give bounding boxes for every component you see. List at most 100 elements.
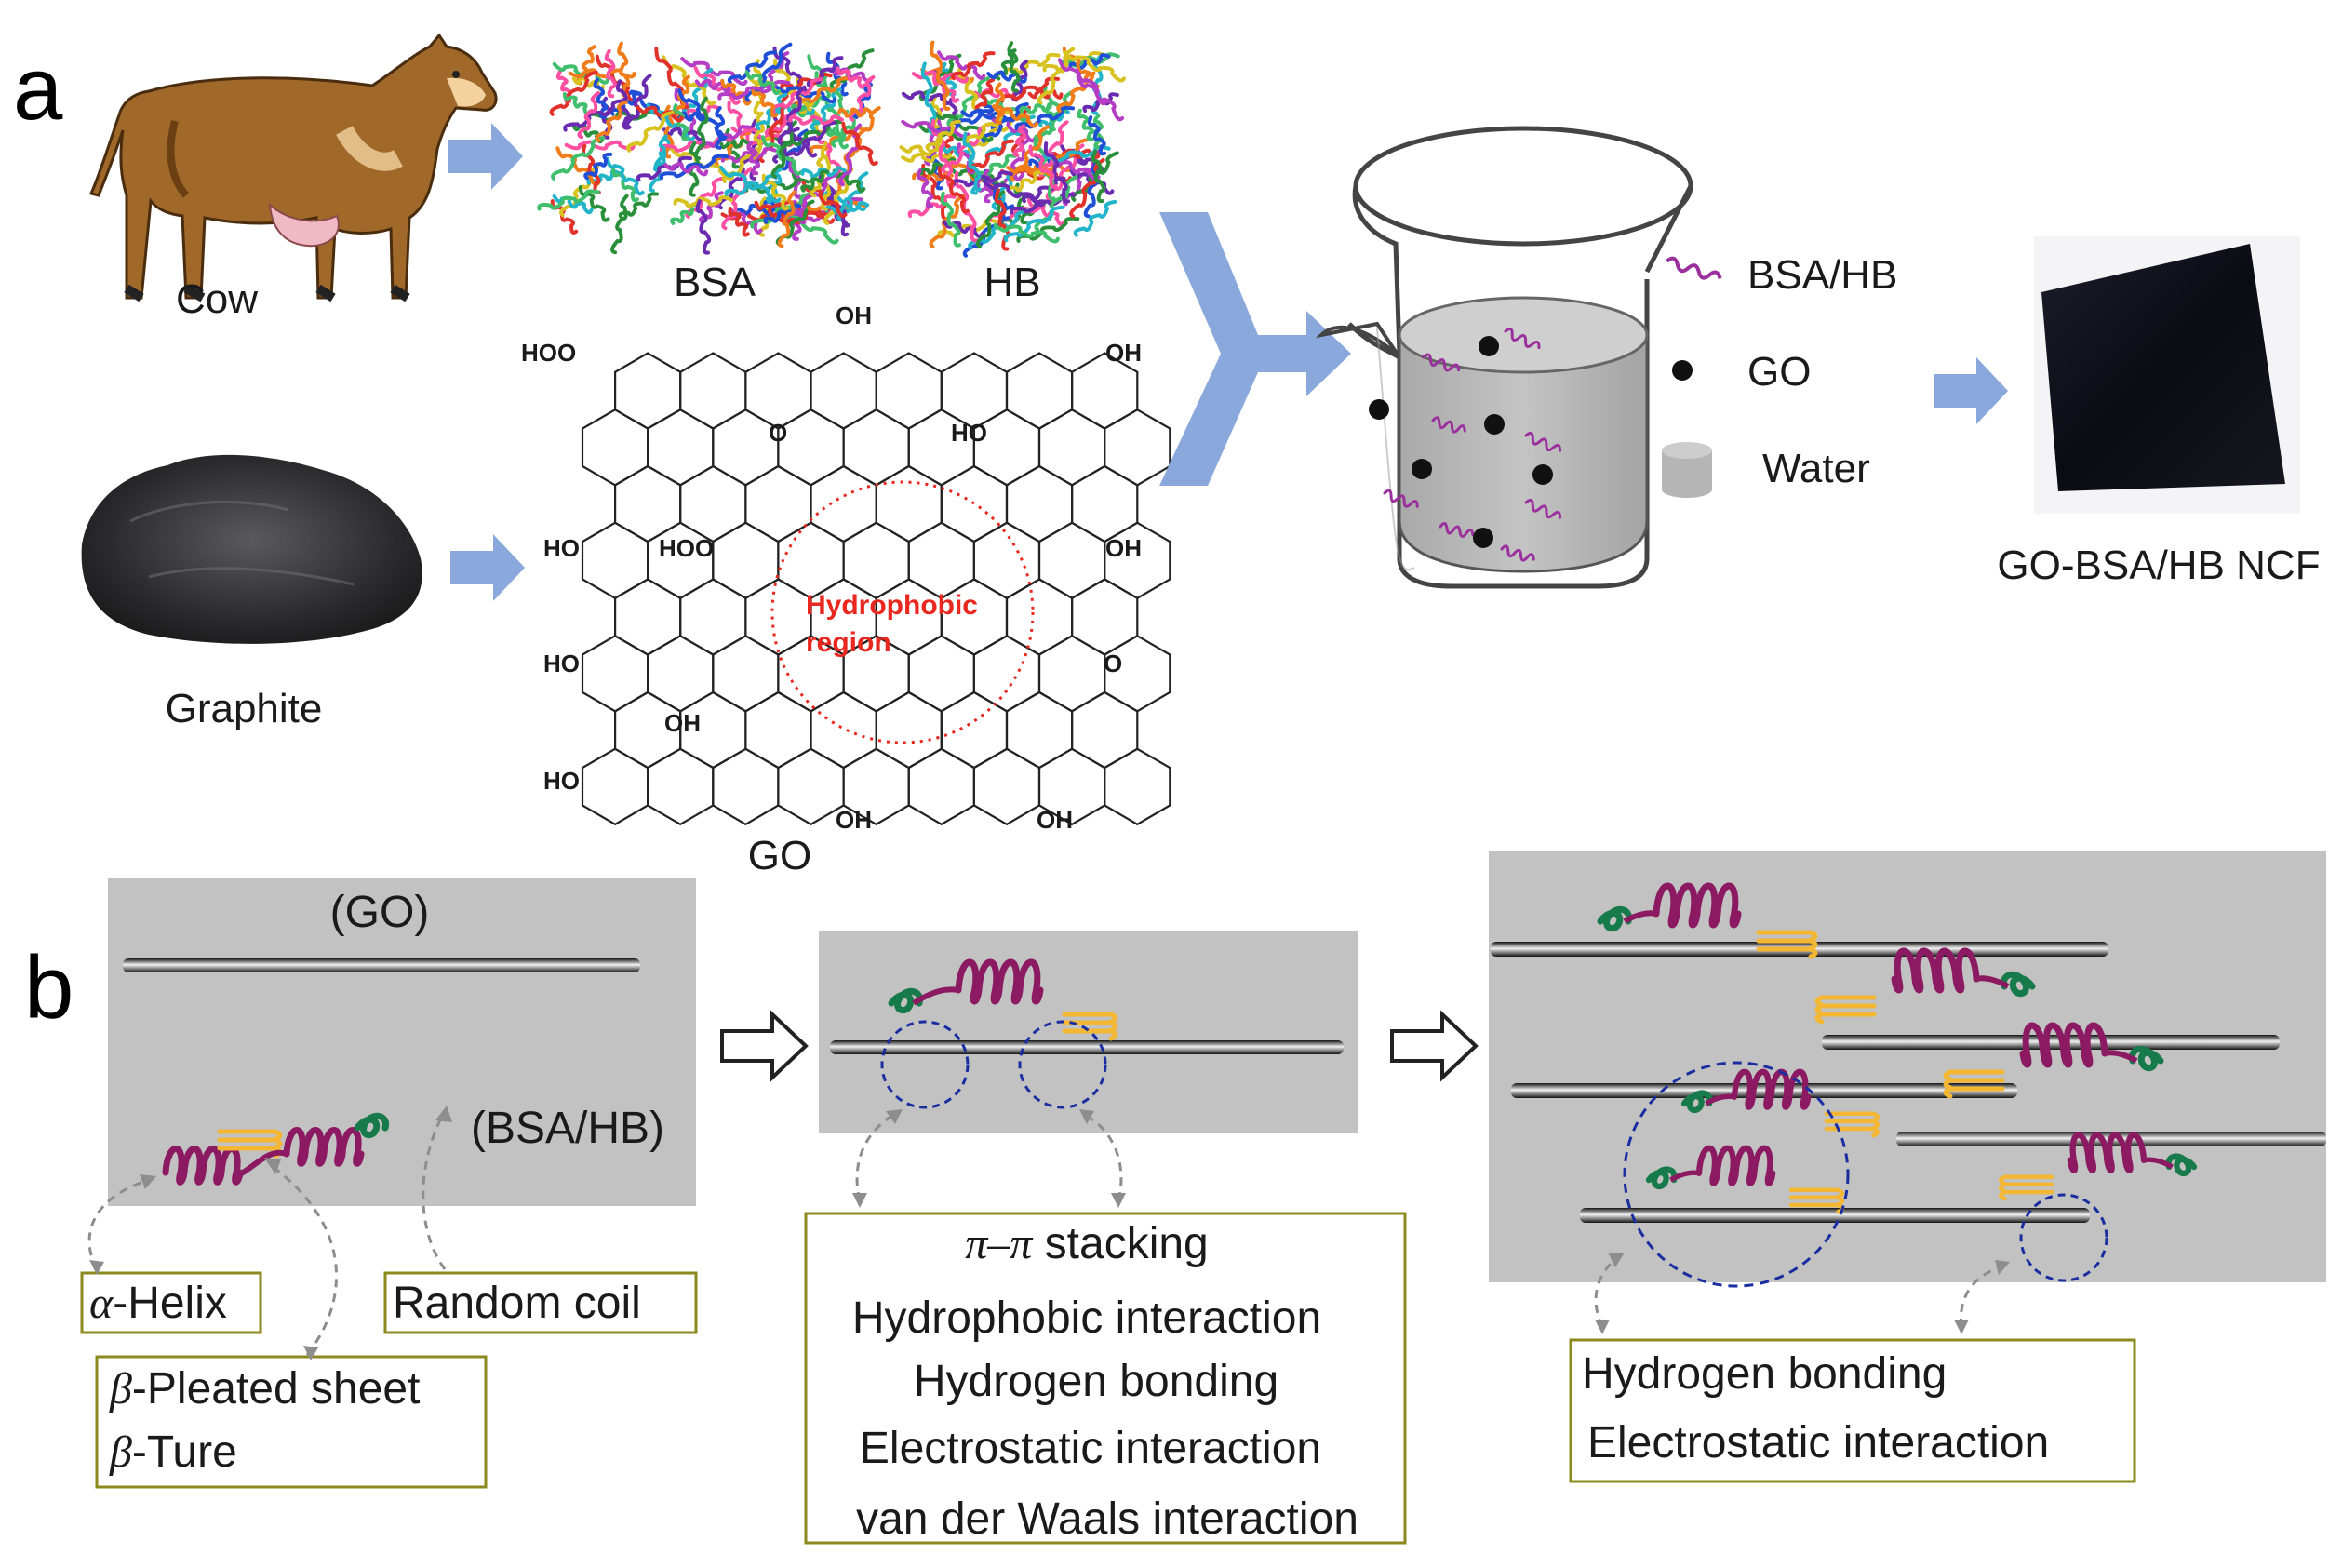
random-coil — [2165, 1153, 2198, 1177]
go-hexagon — [613, 352, 682, 430]
go-group-oh-bottom-2: OH — [1037, 806, 1073, 834]
stage2-interaction-3: Electrostatic interaction — [860, 1424, 1321, 1473]
protein-ribbon-segment — [662, 55, 716, 106]
protein-ribbon-segment — [719, 166, 782, 204]
protein-chain — [1814, 947, 2036, 1025]
protein-ribbon-segment — [925, 119, 961, 152]
protein-ribbon-segment — [1073, 199, 1117, 237]
protein-ribbon-segment — [694, 96, 709, 161]
alpha-helix — [162, 1146, 244, 1186]
bsa-label: BSA — [674, 260, 756, 305]
graphite-powder — [81, 454, 422, 644]
protein-chain-in-water — [1383, 489, 1419, 508]
stage3-interactions-box — [1569, 1338, 2136, 1483]
protein-ribbon-segment — [610, 194, 629, 255]
protein-ribbon-segment — [951, 51, 996, 81]
beaker — [1315, 126, 1693, 589]
go-hexagon — [712, 521, 780, 600]
turn-box-text: β-Ture — [109, 1427, 237, 1477]
beaker-contents — [1369, 328, 1562, 562]
protein-ribbon-segment — [720, 146, 777, 164]
protein-ribbon-segment — [974, 77, 996, 113]
stage1-protein-chain — [162, 1112, 390, 1186]
protein-ribbon-segment — [626, 110, 675, 153]
random-coil — [888, 987, 924, 1014]
random-coil-box — [383, 1271, 698, 1334]
alpha-helix — [1731, 1068, 1812, 1110]
protein-ribbon-segment — [760, 135, 803, 176]
stage2-callout-heads — [852, 1109, 1126, 1208]
legend-label-go: GO — [1747, 349, 1811, 395]
stage3-go-sheet-3 — [1511, 1083, 2017, 1098]
protein-ribbon-segment — [618, 192, 660, 220]
stage1-callout-heads — [89, 1106, 452, 1360]
protein-ribbon-segment — [1007, 41, 1021, 93]
hydrophobic-region-circle — [770, 480, 1035, 744]
product-label: GO-BSA/HB NCF — [1997, 543, 2320, 588]
protein-ribbon-segment — [1004, 52, 1061, 75]
go-particle — [1369, 399, 1389, 420]
alpha-helix — [1695, 1145, 1776, 1186]
protein-chain-in-water — [1504, 328, 1541, 350]
protein-ribbon-segment — [920, 61, 937, 136]
go-particle — [1532, 464, 1553, 485]
go-hexagon — [1005, 690, 1074, 770]
go-group-oh-right-1: OH — [1105, 534, 1142, 562]
protein-ribbon-segment — [659, 154, 729, 181]
go-hexagon — [940, 690, 1009, 770]
go-bsa-hb-ncf-film — [2041, 244, 2285, 491]
go-hexagon — [810, 464, 877, 543]
protein-ribbon-segment — [751, 86, 779, 118]
go-group-hoo-mid: HOO — [659, 534, 714, 562]
go-hexagon — [1104, 747, 1171, 826]
go-particle — [1479, 336, 1499, 356]
protein-ribbon-segment — [1077, 108, 1094, 142]
protein-ribbon-segment — [837, 107, 873, 118]
protein-ribbon-segment — [720, 78, 752, 106]
protein-ribbon-segment — [993, 223, 1060, 244]
protein-chain-in-water — [1439, 522, 1475, 538]
protein-ribbon-segment — [1063, 50, 1126, 83]
cow-label: Cow — [176, 276, 258, 322]
protein-ribbon-segment — [1075, 68, 1125, 122]
protein-ribbon-segment — [824, 200, 870, 215]
protein-ribbon-segment — [673, 74, 690, 116]
random-coil-box-text: Random coil — [393, 1279, 641, 1328]
protein-ribbon-segment — [1037, 47, 1076, 105]
protein-ribbon-segment — [537, 189, 600, 211]
go-hexagon — [777, 409, 845, 487]
go-hexagon — [1037, 409, 1106, 487]
stage-arrow-2 — [1390, 1010, 1479, 1082]
protein-ribbon-segment — [832, 168, 866, 194]
protein-ribbon-segment — [1006, 170, 1045, 194]
protein-chain — [1597, 882, 1818, 959]
protein-ribbon-segment — [616, 79, 632, 130]
go-hexagon — [679, 352, 747, 430]
stage2-go-sheet — [830, 1040, 1344, 1054]
stage2-interactions-box — [804, 1212, 1407, 1545]
go-hexagon — [679, 464, 747, 543]
protein-ribbon-segment — [838, 123, 862, 187]
protein-linker — [1705, 1093, 1735, 1106]
black-dot-icon — [1672, 360, 1693, 381]
protein-ribbon-segment — [727, 50, 777, 85]
random-coil — [1680, 1090, 1713, 1114]
stage3-protein-chains — [1597, 882, 2198, 1214]
go-hexagon — [581, 409, 649, 487]
protein-ribbon-segment — [841, 121, 878, 167]
protein-ribbon-segment — [728, 207, 750, 237]
go-hexagon — [581, 747, 649, 826]
protein-ribbon-segment — [746, 141, 761, 176]
protein-ribbon-segment — [1027, 88, 1064, 100]
stage2-callouts — [855, 1111, 1123, 1201]
stage3-interaction-2: Electrostatic interaction — [1587, 1418, 2049, 1467]
protein-chain — [888, 958, 1118, 1041]
go-hexagon — [972, 747, 1041, 826]
protein-ribbon-segment — [715, 106, 726, 150]
stage-arrow-1 — [720, 1010, 809, 1082]
go-particle — [1484, 414, 1505, 435]
protein-ribbon-segment — [568, 68, 636, 79]
go-hexagon — [842, 409, 910, 487]
protein-linker — [1669, 1170, 1700, 1183]
stage3-go-sheet-2 — [1822, 1035, 2280, 1050]
